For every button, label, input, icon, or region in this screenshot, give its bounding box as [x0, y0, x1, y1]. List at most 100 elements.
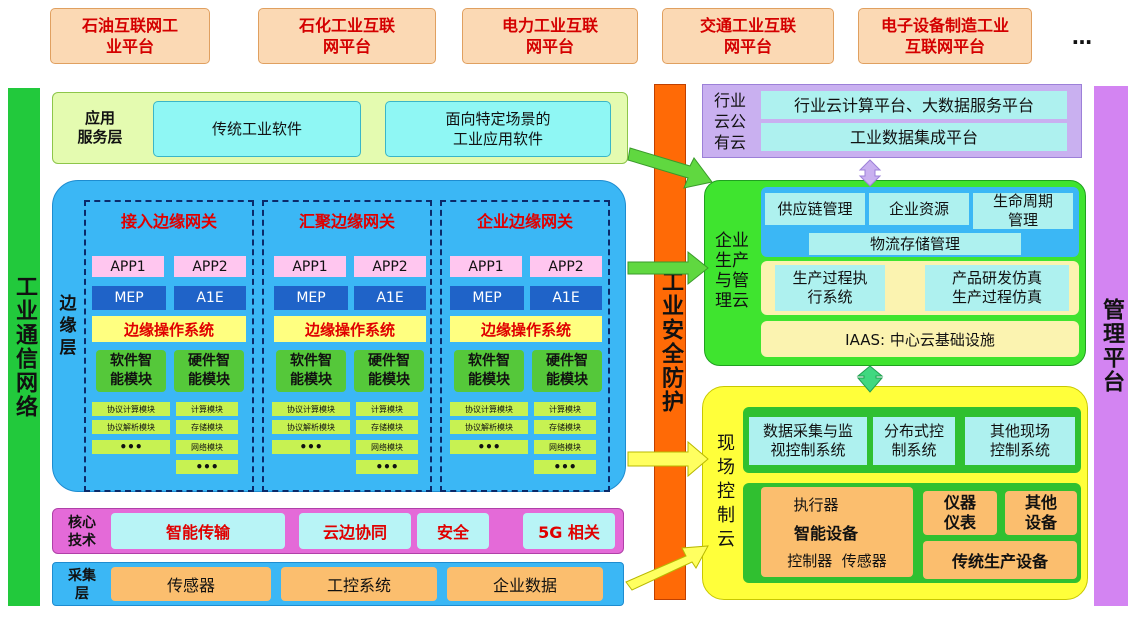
other-device-box: 其他 设备: [1005, 491, 1077, 535]
mes-box: 生产过程执 行系统: [775, 265, 885, 311]
more-ellipsis: …: [1072, 25, 1092, 49]
hard-sub-1: 存储模块: [176, 420, 238, 434]
hard-sub-2: 网络模块: [176, 440, 238, 454]
soft-sub-0: 协议计算模块: [92, 402, 170, 416]
arrow-public-enterprise: [858, 159, 882, 187]
soft-sub-more: •••: [450, 440, 528, 454]
controller-sensor-label: 控制器 传感器: [787, 551, 887, 570]
security-box: 安全: [417, 513, 489, 549]
app-service-layer: 应用 服务层 传统工业软件 面向特定场景的 工业应用软件: [52, 92, 628, 164]
arrow-edge-to-enterprise: [627, 250, 709, 286]
public-cloud: 行业 云公 有云 行业云计算平台、大数据服务平台 工业数据集成平台: [702, 84, 1082, 158]
cloud-edge-box: 云边协同: [299, 513, 411, 549]
management-platform-bar: 管理平台: [1094, 86, 1128, 606]
logistics-box: 物流存储管理: [809, 233, 1021, 255]
erp-box: 企业资源: [869, 193, 969, 225]
enterprise-top-group: 供应链管理 企业资源 生命周期 管理 物流存储管理: [761, 187, 1079, 257]
platform-oil: 石油互联网工 业平台: [50, 8, 210, 64]
enterprise-cloud-label: 企业 生产 与管 理云: [715, 231, 749, 311]
soft-sub-1: 协议解析模块: [92, 420, 170, 434]
app-service-label: 应用 服务层: [77, 109, 123, 146]
field-top-group: 数据采集与监 视控制系统 分布式控 制系统 其他现场 控制系统: [743, 407, 1081, 473]
gateway-enterprise: 企业边缘网关 APP1 APP2 MEP A1E 边缘操作系统 软件智 能模块 …: [440, 200, 610, 492]
field-device-group: 执行器 智能设备 控制器 传感器 仪器 仪表 其他 设备 传统生产设备: [743, 483, 1081, 583]
smart-device-label: 智能设备: [793, 524, 858, 543]
soft-sub-0: 协议计算模块: [450, 402, 528, 416]
collect-label: 采集 层: [68, 568, 96, 602]
field-control-cloud: 现 场 控 制 云 数据采集与监 视控制系统 分布式控 制系统 其他现场 控制系…: [702, 386, 1088, 600]
software-module: 软件智 能模块: [454, 350, 524, 392]
software-module: 软件智 能模块: [96, 350, 166, 392]
hard-sub-1: 存储模块: [356, 420, 418, 434]
soft-sub-1: 协议解析模块: [272, 420, 350, 434]
hard-sub-0: 计算模块: [176, 402, 238, 416]
traditional-software-box: 传统工业软件: [153, 101, 361, 157]
arrow-app-to-public: [627, 147, 713, 189]
simulation-box: 产品研发仿真 生产过程仿真: [925, 265, 1069, 311]
hardware-module: 硬件智 能模块: [354, 350, 424, 392]
software-module: 软件智 能模块: [276, 350, 346, 392]
hard-sub-more: •••: [534, 460, 596, 474]
gateway-title: 汇聚边缘网关: [298, 212, 395, 231]
mep-bar: MEP: [92, 286, 166, 310]
hardware-module: 硬件智 能模块: [174, 350, 244, 392]
scada-box: 数据采集与监 视控制系统: [749, 417, 867, 465]
hardware-module: 硬件智 能模块: [532, 350, 602, 392]
edge-os-bar: 边缘操作系统: [92, 316, 246, 342]
lifecycle-box: 生命周期 管理: [973, 192, 1073, 229]
mep-bar: MEP: [450, 286, 524, 310]
enterprise-cloud: 企业 生产 与管 理云 供应链管理 企业资源 生命周期 管理 物流存储管理 生产…: [704, 180, 1086, 366]
supply-chain-box: 供应链管理: [765, 193, 865, 225]
public-cloud-label: 行业 云公 有云: [713, 90, 746, 152]
app1-label: APP1: [274, 256, 346, 277]
hard-sub-more: •••: [356, 460, 418, 474]
soft-sub-1: 协议解析模块: [450, 420, 528, 434]
hard-sub-0: 计算模块: [534, 402, 596, 416]
app1-label: APP1: [92, 256, 164, 277]
gateway-access: 接入边缘网关 APP1 APP2 MEP A1E 边缘操作系统 软件智 能模块 …: [84, 200, 254, 492]
core-tech-label: 核心 技术: [68, 515, 96, 549]
data-integration-box: 工业数据集成平台: [761, 123, 1067, 151]
enterprise-mid-group: 生产过程执 行系统 产品研发仿真 生产过程仿真: [761, 261, 1079, 315]
a1e-bar: A1E: [174, 286, 246, 310]
a1e-bar: A1E: [530, 286, 602, 310]
gateway-aggregation: 汇聚边缘网关 APP1 APP2 MEP A1E 边缘操作系统 软件智 能模块 …: [262, 200, 432, 492]
soft-sub-0: 协议计算模块: [272, 402, 350, 416]
edge-layer-label: 边 缘 层: [59, 294, 77, 358]
app2-label: APP2: [530, 256, 602, 277]
enterprise-data-box: 企业数据: [447, 567, 603, 601]
mep-bar: MEP: [274, 286, 348, 310]
gateway-title: 企业边缘网关: [476, 212, 573, 231]
field-cloud-label: 现 场 控 制 云: [717, 433, 735, 550]
actuator-label: 执行器: [793, 495, 839, 514]
iaas-box: IAAS: 中心云基础设施: [761, 321, 1079, 357]
app1-label: APP1: [450, 256, 522, 277]
scenario-software-box: 面向特定场景的 工业应用软件: [385, 101, 611, 157]
industrial-control-box: 工控系统: [281, 567, 437, 601]
smart-device-box: 执行器 智能设备 控制器 传感器: [761, 487, 913, 577]
other-control-box: 其他现场 控制系统: [965, 417, 1075, 465]
sensor-box: 传感器: [111, 567, 271, 601]
hard-sub-0: 计算模块: [356, 402, 418, 416]
collect-layer: 采集 层 传感器 工控系统 企业数据: [52, 562, 624, 606]
soft-sub-more: •••: [272, 440, 350, 454]
platform-transport: 交通工业互联 网平台: [662, 8, 834, 64]
platform-electronics: 电子设备制造工业 互联网平台: [858, 8, 1032, 64]
arrow-collect-to-field: [625, 545, 709, 591]
platform-petrochemical: 石化工业互联 网平台: [258, 8, 436, 64]
dcs-box: 分布式控 制系统: [873, 417, 955, 465]
app2-label: APP2: [354, 256, 426, 277]
core-tech-layer: 核心 技术 智能传输 云边协同 安全 5G 相关: [52, 508, 624, 554]
traditional-equipment-box: 传统生产设备: [923, 541, 1077, 579]
hard-sub-2: 网络模块: [534, 440, 596, 454]
industrial-comm-network-bar: 工业通信网络: [8, 88, 40, 606]
platform-power: 电力工业互联 网平台: [462, 8, 638, 64]
soft-sub-more: •••: [92, 440, 170, 454]
bigdata-platform-box: 行业云计算平台、大数据服务平台: [761, 91, 1067, 119]
instrument-box: 仪器 仪表: [923, 491, 997, 535]
hard-sub-2: 网络模块: [356, 440, 418, 454]
app2-label: APP2: [174, 256, 246, 277]
edge-os-bar: 边缘操作系统: [274, 316, 426, 342]
a1e-bar: A1E: [354, 286, 426, 310]
